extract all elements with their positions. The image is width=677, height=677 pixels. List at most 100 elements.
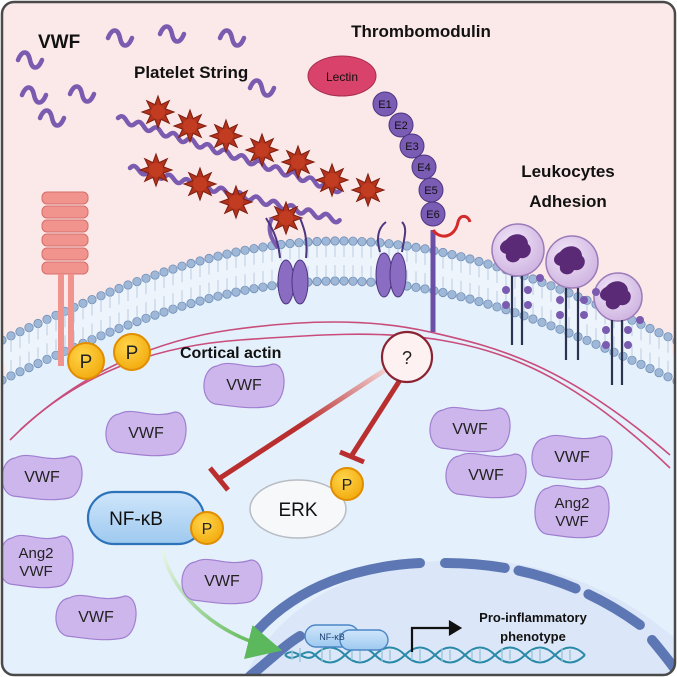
lipid-head (150, 310, 160, 320)
membrane-core (2, 241, 675, 381)
lipid-head (204, 253, 214, 264)
lipid-head (123, 320, 133, 330)
lipid-head (177, 301, 187, 311)
lipid-head (312, 276, 322, 287)
nuclear-nfkb: NF-κB (304, 624, 389, 651)
leukocytes-label-2: Adhesion (529, 192, 606, 211)
wpb-vwf-label: VWF (468, 467, 504, 484)
lipid-head (330, 276, 340, 286)
lipid-head (339, 236, 349, 246)
lipid-head (96, 291, 106, 301)
nfkb-label: NF-κB (109, 509, 163, 530)
lipid-head (177, 261, 187, 271)
lipid-head (240, 285, 250, 295)
leukocyte (593, 272, 643, 322)
phospho-label: P (202, 521, 213, 538)
tm-domain-e3-label: E3 (405, 141, 418, 153)
lipid-head (258, 242, 268, 252)
lipid-head (6, 331, 16, 341)
lipid-head (420, 244, 430, 254)
cortical-actin-label: Cortical actin (180, 345, 281, 362)
lipid-head (222, 249, 232, 259)
receptor-phospho-1: P (67, 342, 105, 380)
lipid-head (654, 368, 664, 378)
receptor-kinase (41, 191, 89, 366)
erk-phospho (330, 467, 364, 501)
lipid-head (330, 236, 340, 246)
lipid-head (42, 354, 52, 364)
lipid-head (2, 335, 7, 345)
wpb-vwf-label: VWF (555, 513, 588, 530)
tm-domain-e6-label: E6 (426, 209, 439, 221)
lipid-head (438, 247, 448, 258)
wpb-vesicle: VWF (531, 434, 613, 481)
tm-domain-e2-label: E2 (394, 120, 407, 132)
tm-domain-lectin-label: Lectin (326, 70, 358, 84)
lipid-head (366, 277, 376, 287)
lipid-head (393, 240, 403, 250)
tm-domain-e1-label: E1 (378, 99, 391, 111)
wpb-vwf-label: VWF (24, 469, 60, 486)
lipid-head (132, 316, 142, 327)
leukocyte (491, 223, 545, 277)
nfkb-complex: NF-κB P (86, 490, 224, 546)
lipid-head (150, 270, 160, 280)
tm-domain-e6 (420, 201, 446, 227)
phospho-label: P (342, 477, 353, 494)
leukocyte (545, 235, 599, 289)
transcription-arrow-icon (410, 620, 463, 652)
lipid-head (627, 355, 637, 365)
lipid-head (78, 298, 88, 308)
lipid-head (366, 237, 376, 247)
wpb-vwf-label: VWF (554, 449, 590, 466)
lipid-head (141, 313, 151, 323)
platelet (172, 108, 208, 144)
lipid-head (456, 292, 466, 302)
lipid-head (141, 273, 151, 283)
lipid-head (321, 276, 331, 286)
wpb-ang2-label: Ang2 (554, 495, 589, 512)
lipid-head (24, 322, 34, 333)
wpb-vesicle: VWF (105, 410, 187, 457)
platelet (138, 152, 174, 188)
lipid-head (546, 321, 556, 331)
lipid-head (6, 371, 16, 381)
lipid-head (42, 314, 52, 324)
lipid-head (105, 327, 115, 337)
vwf-receptor-right (375, 221, 407, 298)
vwf-strands (15, 24, 277, 128)
platelet (208, 118, 244, 154)
leukocytes (491, 223, 644, 385)
wpb-vesicle: VWF (445, 452, 527, 499)
tm-domain-e5-label: E5 (424, 185, 437, 197)
wpb-vwf-label: VWF (226, 377, 262, 394)
platelets (138, 94, 386, 236)
lipid-head (285, 238, 295, 249)
lipid-head (159, 267, 169, 277)
platelet-string-label: Platelet String (134, 63, 248, 82)
lipid-head (339, 276, 349, 286)
lipid-head (33, 318, 43, 329)
lipid-head (483, 259, 493, 269)
pro-inflammatory-label-1: Pro-inflammatory (479, 610, 587, 625)
lipid-head (222, 289, 232, 299)
leukocytes-label-1: Leukocytes (521, 162, 615, 181)
lipid-head (159, 307, 169, 317)
lipid-head (186, 298, 196, 309)
pro-inflammatory-label-2: phenotype (500, 629, 566, 644)
lipid-head (231, 247, 241, 257)
lipid-head (114, 323, 124, 334)
lipid-head (438, 287, 448, 298)
lipid-head (528, 314, 538, 324)
lipid-head (294, 238, 304, 248)
lipid-head (348, 236, 358, 246)
lipid-head (582, 335, 592, 345)
wpb-vwf-label: VWF (78, 609, 114, 626)
lipid-head (195, 256, 205, 266)
lipid-head (105, 287, 115, 297)
lipid-head (645, 363, 655, 374)
lipid-head (240, 245, 250, 255)
